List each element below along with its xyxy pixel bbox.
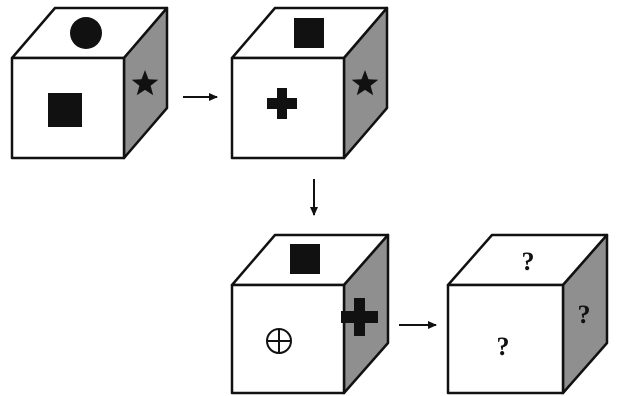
cube-4-front-face (446, 283, 565, 395)
square-icon (290, 244, 320, 274)
cross-icon (341, 298, 378, 336)
star-icon (131, 70, 159, 96)
cube-4: ? ? ? (446, 233, 609, 395)
front-question-mark: ? (497, 332, 510, 361)
star-icon (351, 70, 379, 96)
cube-3-front-face (230, 283, 346, 395)
crosshair-circle-icon (266, 328, 292, 354)
cube-1 (10, 6, 169, 160)
square-icon (294, 18, 324, 48)
side-question-mark: ? (578, 300, 591, 329)
cube-2 (230, 6, 389, 160)
circle-icon (70, 17, 102, 49)
top-question-mark: ? (522, 247, 535, 276)
cross-icon (267, 88, 297, 119)
square-icon (48, 93, 82, 127)
cube-3 (230, 233, 390, 395)
